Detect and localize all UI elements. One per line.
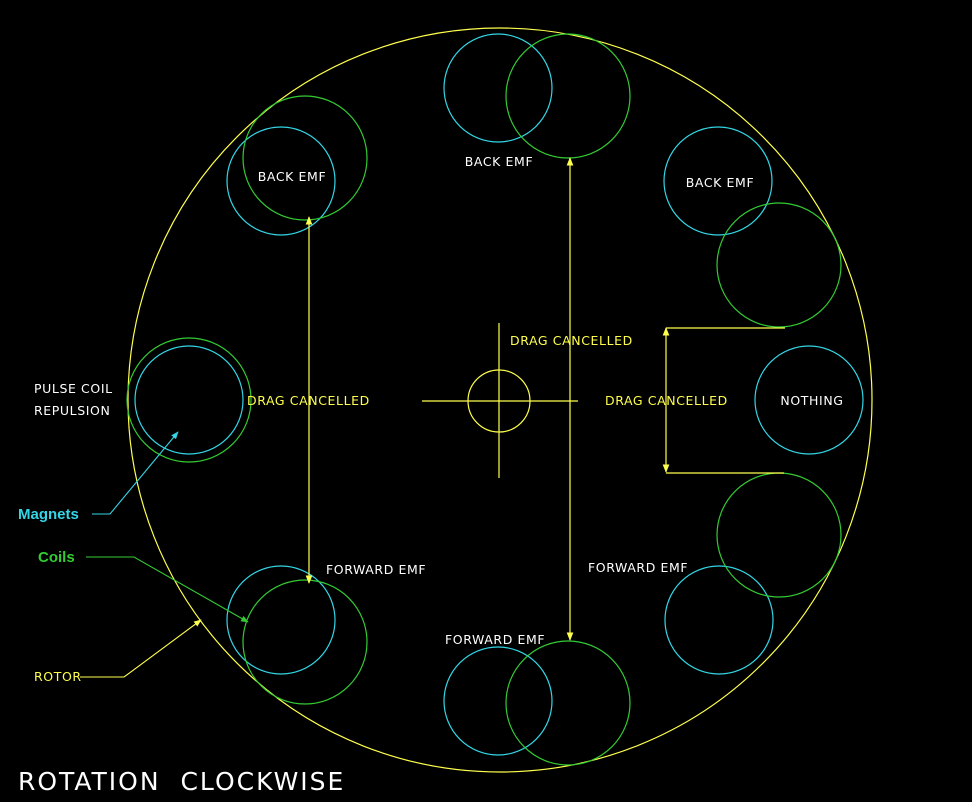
- label-repulsion: REPULSION: [34, 403, 110, 418]
- magnet-top-left: [226, 126, 336, 236]
- magnet-bottom: [443, 646, 553, 756]
- label-nothing: NOTHING: [780, 393, 843, 408]
- drag-arrows: [305, 157, 785, 641]
- coils: [126, 33, 842, 766]
- magnet-bottom-right: [664, 565, 774, 675]
- label-drag-cancelled-right: DRAG CANCELLED: [605, 393, 728, 408]
- coil-bottom-left: [242, 579, 368, 705]
- center-hub: [422, 323, 578, 478]
- magnets-leader: [92, 431, 179, 515]
- label-back-emf-top-right: BACK EMF: [686, 175, 754, 190]
- coils-leader: [86, 556, 249, 623]
- coil-top-left: [242, 95, 368, 221]
- label-drag-cancelled-center: DRAG CANCELLED: [510, 333, 633, 348]
- magnet-top-right: [663, 126, 773, 236]
- legend-magnets: Magnets: [18, 506, 79, 523]
- magnet-left: [134, 345, 244, 455]
- coil-bottom: [505, 640, 631, 766]
- magnets: [134, 33, 864, 756]
- label-pulse-coil: PULSE COIL: [34, 381, 113, 396]
- coil-bottom-right: [716, 472, 842, 598]
- magnet-top: [443, 33, 553, 143]
- coil-top: [505, 33, 631, 159]
- drag-labels: DRAG CANCELLED DRAG CANCELLED DRAG CANCE…: [247, 333, 728, 408]
- legend-leaders: [80, 431, 249, 678]
- label-forward-emf-bottom-right: FORWARD EMF: [588, 560, 688, 575]
- coil-left: [126, 337, 252, 463]
- label-forward-emf-bottom-left: FORWARD EMF: [326, 562, 426, 577]
- coil-top-right: [716, 202, 842, 328]
- label-forward-emf-bottom: FORWARD EMF: [445, 632, 545, 647]
- rotor-leader: [80, 619, 202, 678]
- magnet-right: [754, 345, 864, 455]
- magnet-bottom-left: [226, 565, 336, 675]
- label-back-emf-top: BACK EMF: [465, 154, 533, 169]
- rotor-circle: [127, 27, 873, 773]
- rotation-direction-label: ROTATION CLOCKWISE: [18, 767, 345, 796]
- label-back-emf-top-left: BACK EMF: [258, 169, 326, 184]
- state-labels: BACK EMF BACK EMF BACK EMF NOTHING FORWA…: [34, 154, 843, 647]
- legend-rotor: ROTOR: [34, 669, 82, 684]
- label-drag-cancelled-left: DRAG CANCELLED: [247, 393, 370, 408]
- legend-coils: Coils: [38, 549, 75, 566]
